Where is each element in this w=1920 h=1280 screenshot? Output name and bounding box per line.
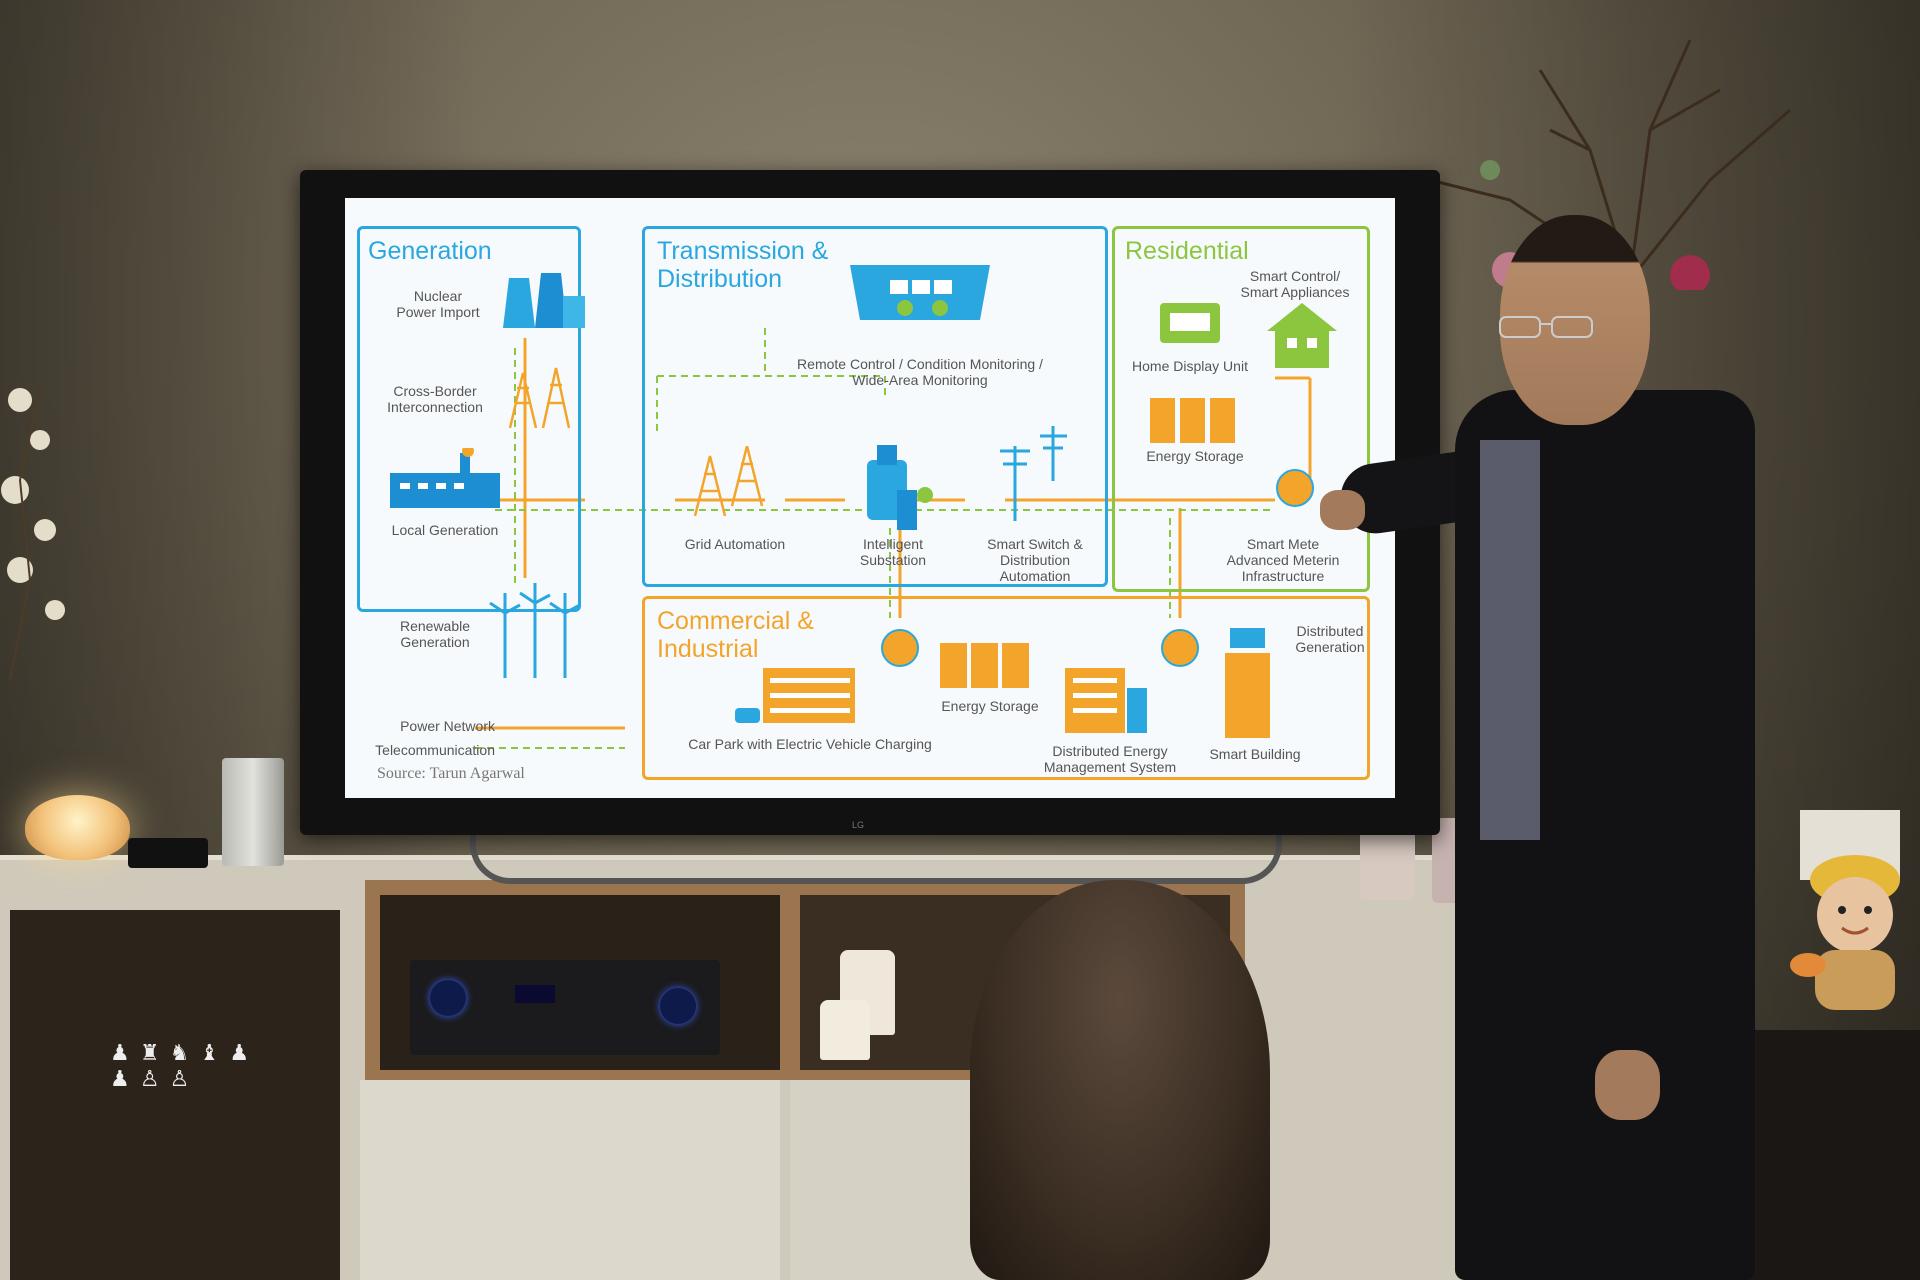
control-room-icon (850, 265, 990, 320)
side-cabinet (1740, 1030, 1920, 1280)
tv-brand-logo: LG (851, 820, 864, 830)
tv-stand (470, 828, 1282, 884)
residential-storage-label: Energy Storage (1146, 448, 1244, 464)
transmission-panel: Transmission & Distribution (642, 226, 1108, 587)
commercial-storage-label: Energy Storage (941, 698, 1039, 714)
set-top-box (128, 838, 208, 868)
nuclear-label: Nuclear Power Import (396, 288, 480, 320)
source-credit: Source: Tarun Agarwal (377, 765, 525, 782)
smart-meter-icon (1276, 469, 1314, 507)
smart-switch-pole-icon (1000, 426, 1067, 521)
nuclear-plant-icon (503, 273, 585, 328)
commercial-energy-storage-icon (940, 643, 1029, 688)
smart-speaker (222, 758, 284, 866)
chess-pieces: ♟ ♜ ♞ ♝ ♟ ♟ ♙ ♙ (110, 1040, 252, 1091)
dems-label: Distributed Energy Management System (1043, 743, 1177, 775)
cabinet-shelf-left (10, 910, 340, 1280)
smart-building-label: Smart Building (1209, 746, 1301, 762)
home-display-label: Home Display Unit (1132, 358, 1248, 374)
plush-toy (1790, 855, 1900, 1010)
residential-title: Residential (1125, 237, 1249, 265)
transmission-tower-icon (508, 367, 571, 428)
dems-meter-icon (1161, 629, 1199, 667)
wind-turbines-icon (489, 583, 581, 678)
grid-automation-label: Grid Automation (684, 536, 786, 552)
grid-tower-icon (693, 446, 764, 516)
residential-panel: Residential (1112, 226, 1370, 592)
remote-control-label: Remote Control / Condition Monitoring / … (797, 356, 1043, 388)
presenter-hand-remote (1320, 490, 1365, 530)
local-generation-factory-icon (390, 448, 500, 508)
car-park-label: Car Park with Electric Vehicle Charging (688, 736, 932, 752)
commercial-meter-icon (881, 629, 919, 667)
distributed-generation-label: Distributed Generation (1295, 623, 1365, 655)
smart-control-label: Smart Control/ Smart Appliances (1240, 268, 1350, 300)
cabinet-door-left (360, 1080, 780, 1280)
decorative-flowers (1, 388, 65, 680)
generation-panel: Generation (357, 226, 581, 612)
presenter-shirt (1480, 440, 1540, 840)
commercial-panel: Commercial & Industrial (642, 596, 1370, 780)
tv-screen: Generation Nuclear Power Import Cross-Bo… (345, 198, 1395, 798)
transmission-title: Transmission & Distribution (657, 237, 829, 293)
smart-metering-label: Smart Mete Advanced Meterin Infrastructu… (1226, 536, 1340, 584)
smart-switch-label: Smart Switch & Distribution Automation (987, 536, 1083, 584)
legend-power-label: Power Network (400, 718, 495, 734)
renewable-label: Renewable Generation (399, 618, 471, 650)
smart-building-icon (1225, 628, 1270, 738)
substation-icon (867, 445, 933, 530)
car-park-icon (735, 668, 855, 723)
glowing-lamp (25, 795, 130, 860)
crossborder-label: Cross-Border Interconnection (387, 383, 483, 415)
audience-member-head (970, 880, 1270, 1280)
generation-title: Generation (368, 237, 492, 265)
receiver-knob-left (430, 980, 466, 1016)
legend-telecom-label: Telecommunication (375, 742, 495, 758)
glasses (1499, 316, 1593, 338)
candle (820, 1000, 870, 1060)
presenter-left-hand (1595, 1050, 1660, 1120)
home-display-icon (1160, 303, 1220, 343)
receiver-display (515, 985, 555, 1003)
dems-building-icon (1065, 668, 1147, 733)
substation-label: Intelligent Substation (859, 536, 927, 568)
residential-energy-storage-icon (1150, 398, 1235, 443)
presenter-head (1500, 215, 1650, 425)
receiver-knob-right (660, 988, 696, 1024)
smart-home-icon (1267, 303, 1337, 368)
commercial-title: Commercial & Industrial (657, 607, 814, 663)
local-generation-label: Local Generation (391, 522, 499, 538)
